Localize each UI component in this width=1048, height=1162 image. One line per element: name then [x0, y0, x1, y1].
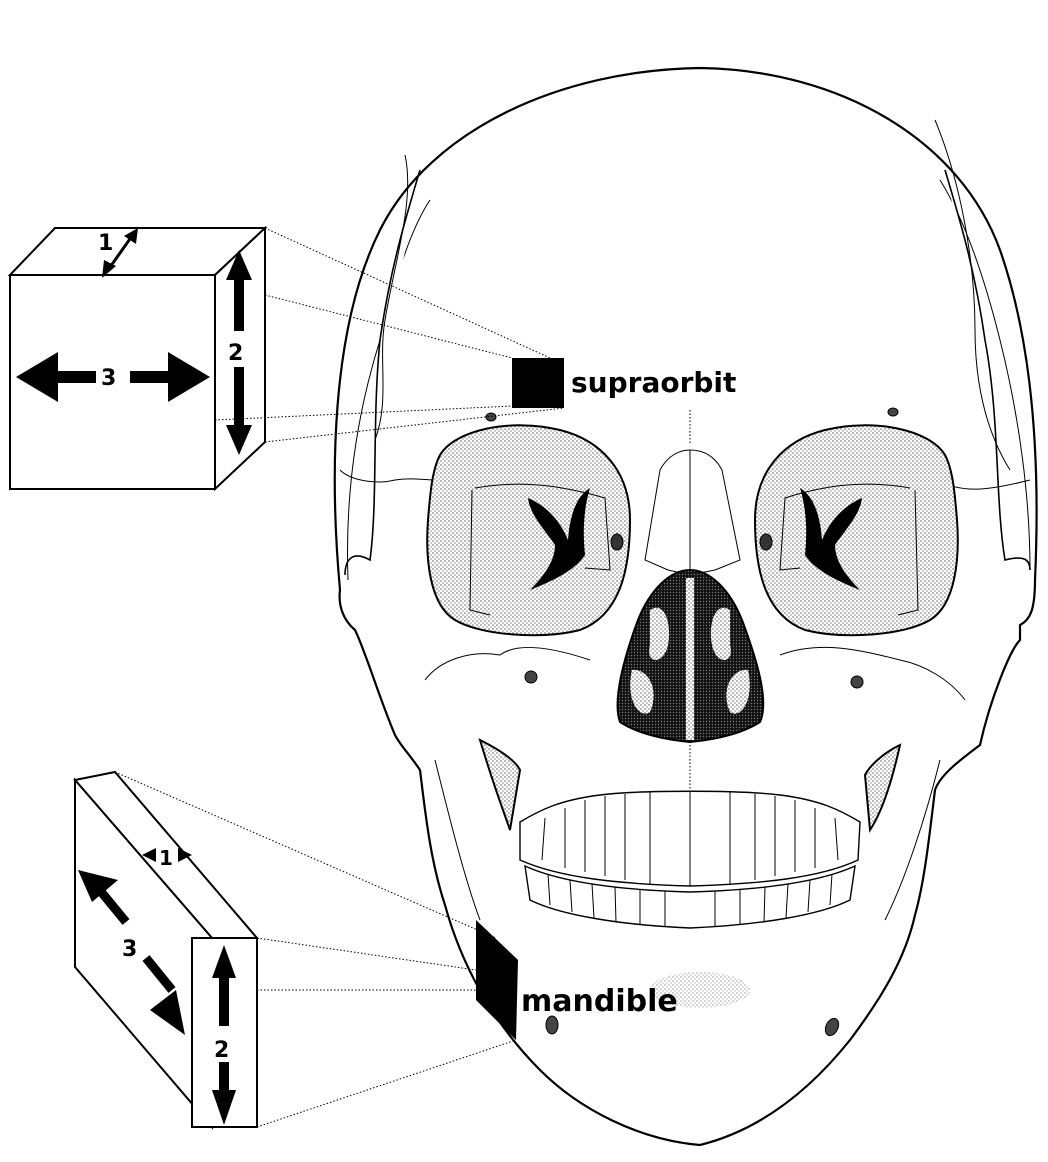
slab-axis1-label: 1: [159, 846, 173, 870]
infraorbital-foramen-right: [851, 676, 863, 688]
skull: [335, 68, 1037, 1145]
slab-axis2-label: 2: [214, 1038, 229, 1063]
cube-axis2-label: 2: [228, 341, 243, 366]
supraorbital-foramen-right: [888, 408, 898, 416]
infraorbital-foramen-left: [525, 671, 537, 683]
orbit-left: [427, 425, 630, 635]
supraorbit-sample-marker: [512, 358, 564, 408]
nasal-septum: [686, 578, 694, 740]
lacrimal-left: [611, 534, 623, 550]
supraorbital-foramen-left: [486, 413, 496, 421]
supraorbit-label: supraorbit: [571, 366, 736, 399]
mandible-slab: 1 3 2: [75, 772, 257, 1127]
lacrimal-right: [760, 534, 772, 550]
supraorbit-cube: 1 2 3: [10, 228, 265, 489]
orbit-right: [755, 425, 958, 635]
cube-axis1-label: 1: [98, 231, 113, 256]
cube-axis3-label: 3: [101, 366, 116, 391]
upper-teeth: [520, 791, 860, 886]
mandible-label: mandible: [521, 984, 678, 1019]
slab-axis3-label: 3: [122, 937, 137, 962]
